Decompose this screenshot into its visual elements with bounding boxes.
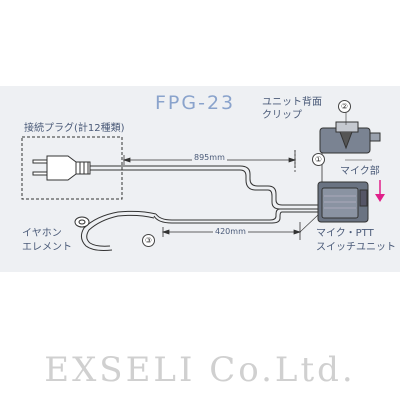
brand-watermark: EXSELI Co.Ltd. [44, 350, 356, 390]
model-title: FPG-23 [155, 92, 236, 114]
plug-connector-icon [32, 155, 91, 181]
earphone-label-line1: イヤホン [22, 228, 62, 239]
earphone-label-line2: エレメント [22, 242, 72, 253]
dimension-895-label: 895mm [192, 152, 227, 164]
marker-two: ② [338, 100, 351, 113]
clip-label-line2: クリップ [262, 110, 302, 121]
dimension-420-label: 420mm [213, 226, 248, 238]
ptt-label-line1: マイク・PTT [316, 228, 374, 239]
ptt-label-line2: スイッチユニット [316, 242, 396, 253]
cable [90, 165, 322, 224]
mic-label: マイク部 [340, 166, 380, 177]
marker-one: ① [312, 153, 325, 166]
back-clip-icon [319, 121, 381, 154]
marker-three: ③ [142, 234, 155, 247]
ptt-leader-line [299, 214, 319, 233]
plug-label: 接続プラグ(計12種類) [24, 123, 125, 134]
ptt-unit-icon [317, 181, 369, 223]
plug-box [21, 136, 123, 200]
earphone-icon [74, 210, 157, 251]
clip-label-line1: ユニット背面 [262, 97, 322, 108]
mic-arrow-icon [375, 180, 385, 202]
